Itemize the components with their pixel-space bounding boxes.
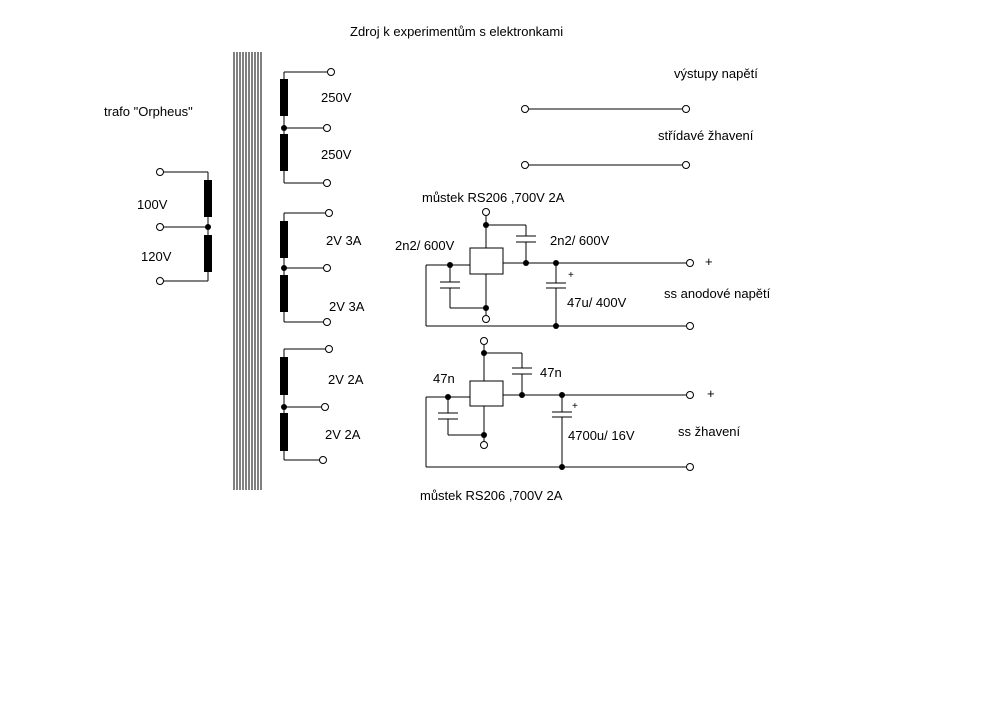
secondary-hv1-label: 250V <box>321 90 352 105</box>
secondary-fil-a-winding <box>280 209 333 326</box>
anode-rectifier-circuit <box>425 208 694 330</box>
secondary-hv-winding <box>280 68 335 187</box>
diagram-title: Zdroj k experimentům s elektronkami <box>350 24 563 39</box>
outputs-heading: výstupy napětí <box>674 66 758 81</box>
transformer-core <box>233 52 262 490</box>
heater-filter-cap-label: 4700u/ 16V <box>568 428 635 443</box>
secondary-fil-a1-label: 2V 3A <box>326 233 362 248</box>
heater-cap-left-label: 47n <box>433 371 455 386</box>
ac-output-line-2 <box>521 161 690 169</box>
heater-cap-right-label: 47n <box>540 365 562 380</box>
anode-filter-plus: + <box>568 270 574 281</box>
ac-heater-label: střídavé žhavení <box>658 128 754 143</box>
transformer-label: trafo "Orpheus" <box>104 104 193 119</box>
ac-output-line-1 <box>521 105 690 113</box>
anode-bridge-label: můstek RS206 ,700V 2A <box>422 190 565 205</box>
heater-output-plus: + <box>707 386 715 401</box>
anode-filter-cap-label: 47u/ 400V <box>567 295 627 310</box>
anode-output-label: ss anodové napětí <box>664 286 771 301</box>
primary-tap-120v: 120V <box>141 249 172 264</box>
secondary-fil-b2-label: 2V 2A <box>325 427 361 442</box>
heater-bridge-label: můstek RS206 ,700V 2A <box>420 488 563 503</box>
secondary-hv2-label: 250V <box>321 147 352 162</box>
heater-filter-plus: + <box>572 401 578 412</box>
secondary-fil-b1-label: 2V 2A <box>328 372 364 387</box>
primary-winding <box>156 168 212 285</box>
heater-output-label: ss žhavení <box>678 424 741 439</box>
secondary-fil-b-winding <box>280 345 333 464</box>
anode-output-plus: + <box>705 254 713 269</box>
secondary-fil-a2-label: 2V 3A <box>329 299 365 314</box>
heater-rectifier-circuit <box>425 337 694 471</box>
primary-tap-100v: 100V <box>137 197 168 212</box>
anode-cap-right-label: 2n2/ 600V <box>550 233 610 248</box>
anode-cap-left-label: 2n2/ 600V <box>395 238 455 253</box>
